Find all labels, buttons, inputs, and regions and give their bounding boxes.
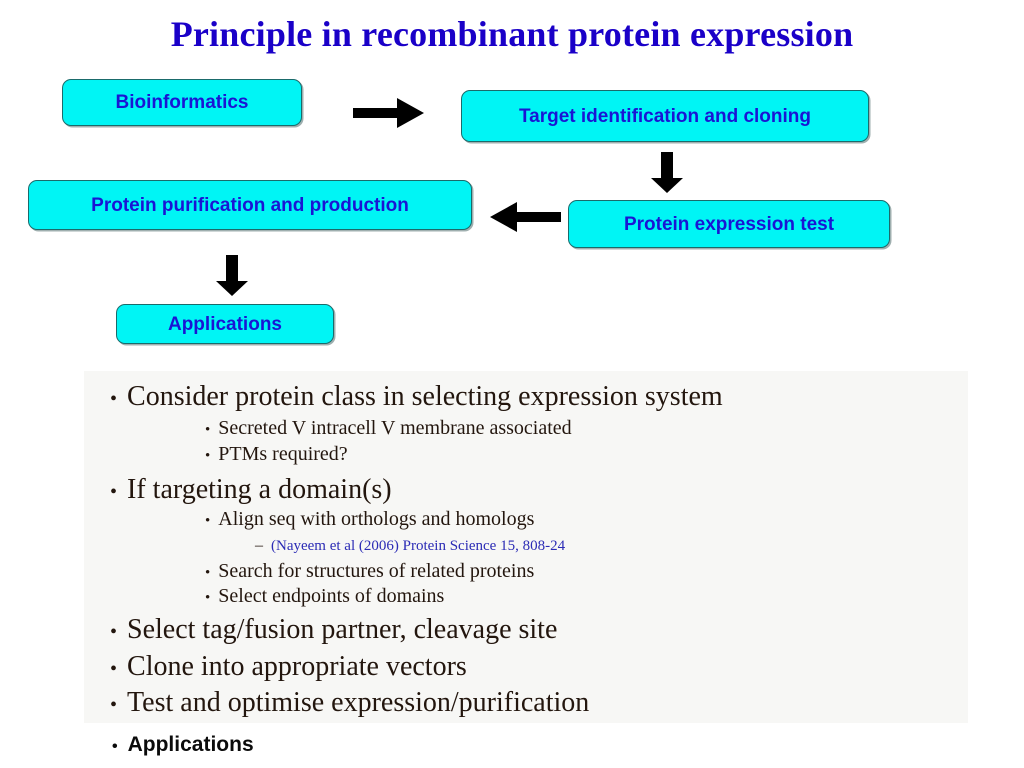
bullet-text: Search for structures of related protein…: [218, 560, 535, 582]
flow-box-protein-purification-and-production[interactable]: Protein purification and production: [28, 180, 472, 230]
arrow-left-icon: [489, 200, 561, 234]
bullet-dot-icon: •: [205, 448, 211, 464]
arrow-right-icon: [353, 96, 425, 130]
page-title: Principle in recombinant protein express…: [170, 14, 854, 54]
bullet-text: Test and optimise expression/purificatio…: [127, 687, 590, 718]
bullet-dot-icon: •: [205, 422, 211, 438]
bullet-item-citation: – (Nayeem et al (2006) Protein Science 1…: [255, 537, 565, 555]
bullet-dot-icon: •: [110, 388, 118, 410]
flow-box-label: Protein expression test: [623, 213, 835, 235]
bullet-dot-icon: •: [110, 694, 118, 716]
bullet-item: • Secreted V intracell V membrane associ…: [205, 417, 572, 440]
bullet-dot-icon: •: [205, 565, 211, 581]
bullet-item-applications-final: • Applications: [112, 733, 254, 757]
bullet-list-panel: [84, 371, 968, 723]
flow-box-protein-expression-test[interactable]: Protein expression test: [568, 200, 890, 248]
bullet-item: • PTMs required?: [205, 443, 348, 466]
bullet-item: • Select tag/fusion partner, cleavage si…: [110, 614, 557, 646]
flow-box-label: Bioinformatics: [115, 92, 249, 113]
bullet-item: • Consider protein class in selecting ex…: [110, 381, 723, 413]
bullet-text: If targeting a domain(s): [127, 474, 392, 505]
dash-icon: –: [255, 537, 263, 554]
bullet-item: • Search for structures of related prote…: [205, 560, 534, 583]
bullet-item: • Clone into appropriate vectors: [110, 651, 467, 683]
bullet-dot-icon: •: [110, 658, 118, 680]
bullet-text: Clone into appropriate vectors: [127, 651, 467, 682]
flow-box-label: Target identification and cloning: [518, 105, 812, 127]
bullet-dot-icon: •: [110, 481, 118, 503]
flow-box-bioinformatics[interactable]: Bioinformatics: [62, 79, 302, 126]
flow-box-label: Applications: [167, 313, 282, 335]
bullet-dot-icon: •: [205, 513, 211, 529]
arrow-down-icon: [215, 255, 249, 297]
bullet-item: • Test and optimise expression/purificat…: [110, 687, 589, 719]
bullet-text: Secreted V intracell V membrane associat…: [218, 417, 572, 439]
bullet-item: • Select endpoints of domains: [205, 585, 444, 608]
arrow-down-icon: [650, 152, 684, 194]
bullet-item: • If targeting a domain(s): [110, 474, 392, 506]
bullet-text: Consider protein class in selecting expr…: [127, 381, 723, 412]
flow-box-label: Protein purification and production: [91, 194, 409, 216]
bullet-item: • Align seq with orthologs and homologs: [205, 508, 534, 531]
citation-text: (Nayeem et al (2006) Protein Science 15,…: [271, 538, 566, 554]
bullet-dot-icon: •: [112, 738, 118, 755]
flow-box-target-identification-and-cloning[interactable]: Target identification and cloning: [461, 90, 869, 142]
bullet-text: Select endpoints of domains: [218, 585, 445, 607]
bullet-text: Align seq with orthologs and homologs: [218, 508, 535, 530]
flow-box-applications[interactable]: Applications: [116, 304, 334, 344]
bullet-text: Applications: [127, 733, 254, 756]
bullet-text: Select tag/fusion partner, cleavage site: [127, 614, 558, 645]
bullet-dot-icon: •: [205, 590, 211, 606]
bullet-dot-icon: •: [110, 621, 118, 643]
bullet-text: PTMs required?: [218, 443, 348, 465]
